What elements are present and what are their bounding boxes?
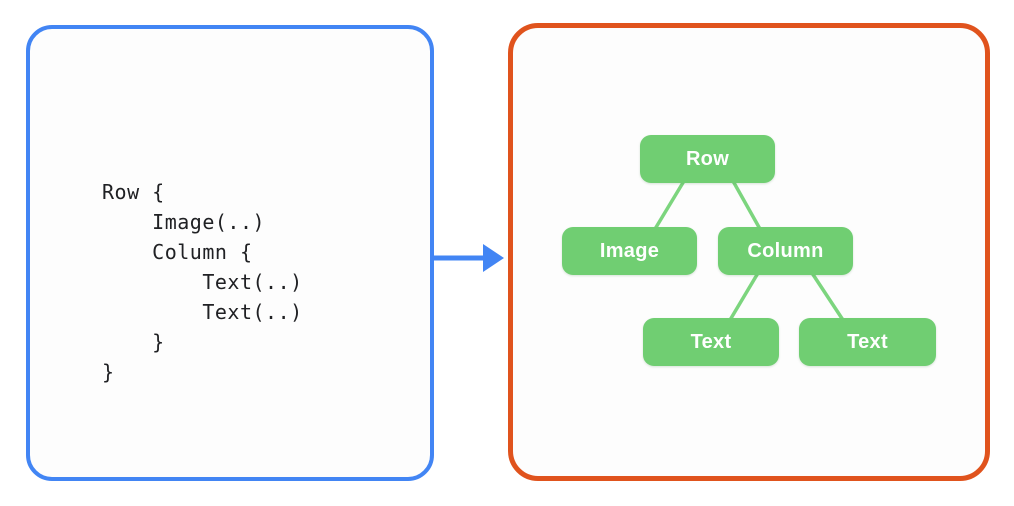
tree-node-text-2: Text [799,318,936,366]
tree-node-image: Image [562,227,697,275]
tree-node-column: Column [718,227,853,275]
tree-node-row: Row [640,135,775,183]
arrow-head [483,244,504,272]
code-block: Row { Image(..) Column { Text(..) Text(.… [102,180,303,384]
tree-node-text-1: Text [643,318,779,366]
right-arrow-icon [433,244,504,272]
code-panel: Row { Image(..) Column { Text(..) Text(.… [26,25,434,481]
